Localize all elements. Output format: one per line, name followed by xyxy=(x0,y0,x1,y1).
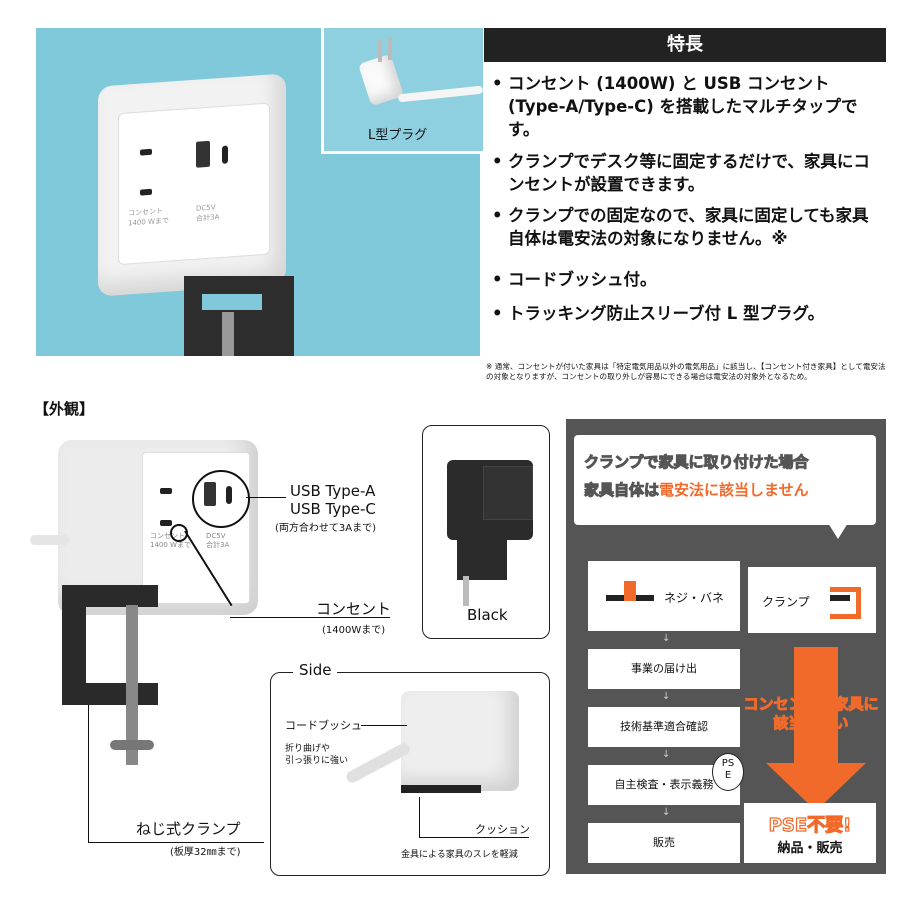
screw-label: ネジ・バネ xyxy=(664,591,725,605)
cushion-label: クッション xyxy=(475,823,530,836)
side-view-box: Side コードブッシュ 折り曲げや 引っ張りに強い クッション 金具による家具… xyxy=(270,661,550,876)
clamp-box: クランプ xyxy=(748,567,876,633)
clamp-note: (板厚32㎜まで) xyxy=(170,847,241,858)
speech-bubble: クランプで家具に取り付けた場合 家具自体は電安法に該当しません xyxy=(574,435,876,525)
usb-note: (両方合わせて3Aまで) xyxy=(275,523,377,534)
bubble-line-1: クランプで家具に取り付けた場合 xyxy=(584,453,810,472)
clamp-image xyxy=(184,276,294,356)
arrow-text: コンセント付家具に 該当しない xyxy=(743,695,879,733)
bubble-highlight: 電安法に該当しません xyxy=(659,481,809,499)
usb-c-label: USB Type-C xyxy=(290,500,376,518)
main-clamp-image xyxy=(62,585,158,607)
bushing-note: 折り曲げや 引っ張りに強い xyxy=(285,744,349,766)
feature-item: コードブッシュ付。 xyxy=(492,268,880,291)
device-usb-print: DC5V 合計3A xyxy=(206,532,230,549)
outlet-print: コンセント 1400 Wまで xyxy=(128,207,169,228)
bubble-prefix: 家具自体は xyxy=(583,481,660,500)
features-heading: 特長 xyxy=(484,28,886,62)
pse-mark: PS E xyxy=(712,753,744,791)
black-variant-box: Black xyxy=(422,425,550,639)
big-down-arrow xyxy=(794,647,838,767)
screw-box: ネジ・バネ xyxy=(588,561,740,631)
result-sub: 納品・販売 xyxy=(777,841,843,856)
step-sell: 販売 xyxy=(588,823,740,863)
step-inspect: 自主検査・表示義務 xyxy=(588,765,740,805)
feature-item: トラッキング防止スリーブ付 L 型プラグ。 xyxy=(492,302,880,325)
feature-item: クランプでデスク等に固定するだけで、家具にコンセントが設置できます。 xyxy=(492,150,880,196)
pse-diagram: クランプで家具に取り付けた場合 家具自体は電安法に該当しません ネジ・バネ クラ… xyxy=(566,419,886,874)
features-panel: 特長 コンセント (1400W) と USB コンセント (Type-A/Typ… xyxy=(484,28,886,356)
usb-highlight-circle xyxy=(192,470,250,528)
outlet-callout: コンセント xyxy=(316,600,392,618)
bushing-label: コードブッシュ xyxy=(285,719,362,732)
outlet-note: (1400Wまで) xyxy=(322,625,386,636)
result-head: PSE不要! xyxy=(768,814,852,836)
appearance-title: 【外観】 xyxy=(34,400,95,418)
feature-item: クランプでの固定なので、家具に固定しても家具自体は電安法の対象になりません。※ xyxy=(492,204,880,250)
result-box: PSE不要! 納品・販売 xyxy=(744,803,876,863)
clamp-label: クランプ xyxy=(762,595,810,609)
cushion-note: 金具による家具のスレを軽減 xyxy=(401,850,518,860)
usb-print: DC5V 合計3A xyxy=(196,203,220,223)
l-plug-caption: L型プラグ xyxy=(368,128,428,143)
l-plug-inset: L型プラグ xyxy=(321,28,484,154)
feature-item: コンセント (1400W) と USB コンセント (Type-A/Type-C… xyxy=(492,72,880,141)
footnote: ※ 通常、コンセントが付いた家具は「特定電気用品以外の電気用品」に該当し、【コン… xyxy=(486,362,886,381)
step-tech: 技術基準適合確認 xyxy=(588,707,740,747)
device-image: コンセント 1400 Wまで DC5V 合計3A xyxy=(98,73,286,297)
clamp-callout: ねじ式クランプ xyxy=(136,820,241,838)
usb-a-label: USB Type-A xyxy=(290,482,376,500)
side-label: Side xyxy=(293,661,338,679)
black-label: Black xyxy=(463,606,512,624)
device-outlet-print: コンセント 1400 Wまで xyxy=(150,532,191,549)
step-notify: 事業の届け出 xyxy=(588,649,740,689)
